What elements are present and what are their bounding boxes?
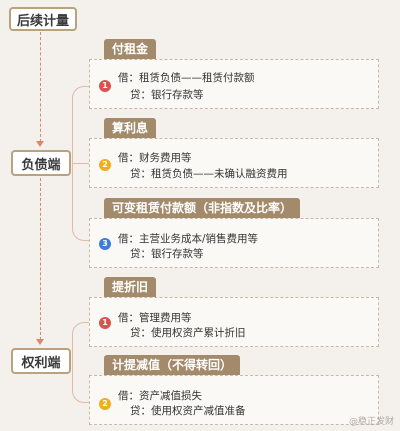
asset-side-box: 权利端 (11, 348, 71, 374)
branch-curve-liability-3 (72, 163, 94, 241)
connector-liability-to-asset (40, 178, 41, 340)
card-variable-lease-payments: 3 借：主营业务成本/销售费用等 贷：银行存款等 (89, 218, 379, 268)
card-depreciation: 1 借：管理费用等 贷：使用权资产累计折旧 (89, 297, 379, 347)
tag-pay-rent: 付租金 (104, 39, 157, 59)
card-impairment: 2 借：资产减值损失 贷：使用权资产减值准备 (89, 375, 379, 425)
debit-line: 借：财务费用等 (118, 152, 192, 164)
credit-line: 贷：租赁负债——未确认融资费用 (130, 168, 288, 180)
debit-line: 借：主营业务成本/销售费用等 (118, 233, 259, 245)
arrow-to-asset (36, 339, 44, 345)
debit-line: 借：管理费用等 (118, 312, 192, 324)
badge-number-3: 3 (99, 238, 111, 250)
card-pay-rent: 1 借：租赁负债——租赁付款额 贷：银行存款等 (89, 59, 379, 109)
liability-side-label: 负债端 (21, 157, 61, 173)
badge-number-1: 1 (99, 317, 111, 329)
credit-line: 贷：使用权资产减值准备 (130, 405, 246, 417)
badge-number-2: 2 (99, 159, 111, 171)
credit-line: 贷：使用权资产累计折旧 (130, 327, 246, 339)
branch-curve-asset-2 (72, 361, 94, 403)
credit-line: 贷：银行存款等 (130, 248, 204, 260)
card-calc-interest: 2 借：财务费用等 贷：租赁负债——未确认融资费用 (89, 138, 379, 188)
branch-curve-liability-1 (72, 86, 94, 164)
tag-variable-lease-payments: 可变租赁付款额（非指数及比率） (104, 198, 301, 218)
liability-side-box: 负债端 (11, 150, 71, 176)
debit-line: 借：租赁负债——租赁付款额 (118, 72, 255, 84)
branch-curve-asset-1 (72, 322, 94, 362)
tag-impairment: 计提减值（不得转回） (104, 355, 241, 375)
watermark: @稳正发财 (348, 417, 394, 427)
tag-calc-interest: 算利息 (104, 118, 157, 138)
asset-side-label: 权利端 (21, 355, 61, 371)
subsequent-measurement-label: 后续计量 (16, 13, 69, 29)
arrow-to-liability (36, 141, 44, 147)
connector-top-to-liability (40, 32, 41, 142)
tag-depreciation: 提折旧 (104, 277, 157, 297)
badge-number-1: 1 (99, 80, 111, 92)
debit-line: 借：资产减值损失 (118, 390, 202, 402)
badge-number-2: 2 (99, 398, 111, 410)
credit-line: 贷：银行存款等 (130, 89, 204, 101)
subsequent-measurement-box: 后续计量 (9, 7, 77, 31)
